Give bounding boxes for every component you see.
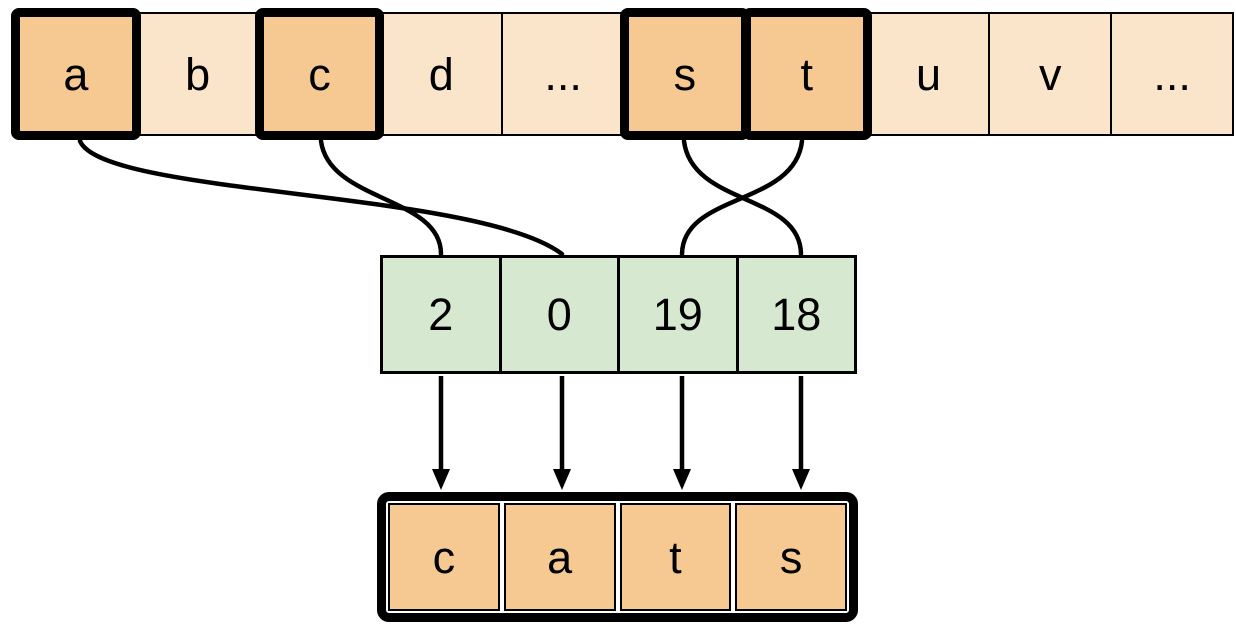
- index-cell-3: 18: [735, 255, 857, 374]
- curve-t-to-19: [679, 138, 805, 257]
- index-cell-0: 2: [380, 255, 502, 374]
- output-cell-2: t: [619, 503, 732, 611]
- index-cell-2: 19: [617, 255, 739, 374]
- output-cell-1: a: [503, 503, 616, 611]
- output-word-array: c a t s: [377, 492, 858, 622]
- alphabet-array: a b c d ... s t u v ...: [11, 8, 1234, 140]
- alphabet-cell-s: s: [620, 8, 750, 140]
- curve-c-to-2: [318, 138, 444, 257]
- alphabet-cell-ellipsis-2: ...: [1110, 12, 1234, 136]
- index-cell-1: 0: [498, 255, 620, 374]
- arrow-index2-head: [673, 469, 691, 490]
- alphabet-cell-t: t: [741, 8, 872, 140]
- arrow-index1-head: [553, 469, 571, 490]
- arrow-index0-head: [432, 469, 450, 490]
- output-cell-0: c: [388, 503, 500, 611]
- alphabet-cell-ellipsis-1: ...: [501, 12, 625, 136]
- alphabet-cell-v: v: [988, 12, 1113, 136]
- alphabet-cell-c: c: [254, 8, 385, 140]
- alphabet-cell-b: b: [135, 12, 260, 136]
- alphabet-cell-a: a: [11, 8, 141, 140]
- curve-a-to-0: [77, 138, 565, 257]
- output-cell-3: s: [735, 503, 847, 611]
- alphabet-cell-d: d: [379, 12, 504, 136]
- index-array: 2 0 19 18: [380, 255, 857, 374]
- arrow-index3-head: [792, 469, 810, 490]
- alphabet-cell-u: u: [866, 12, 991, 136]
